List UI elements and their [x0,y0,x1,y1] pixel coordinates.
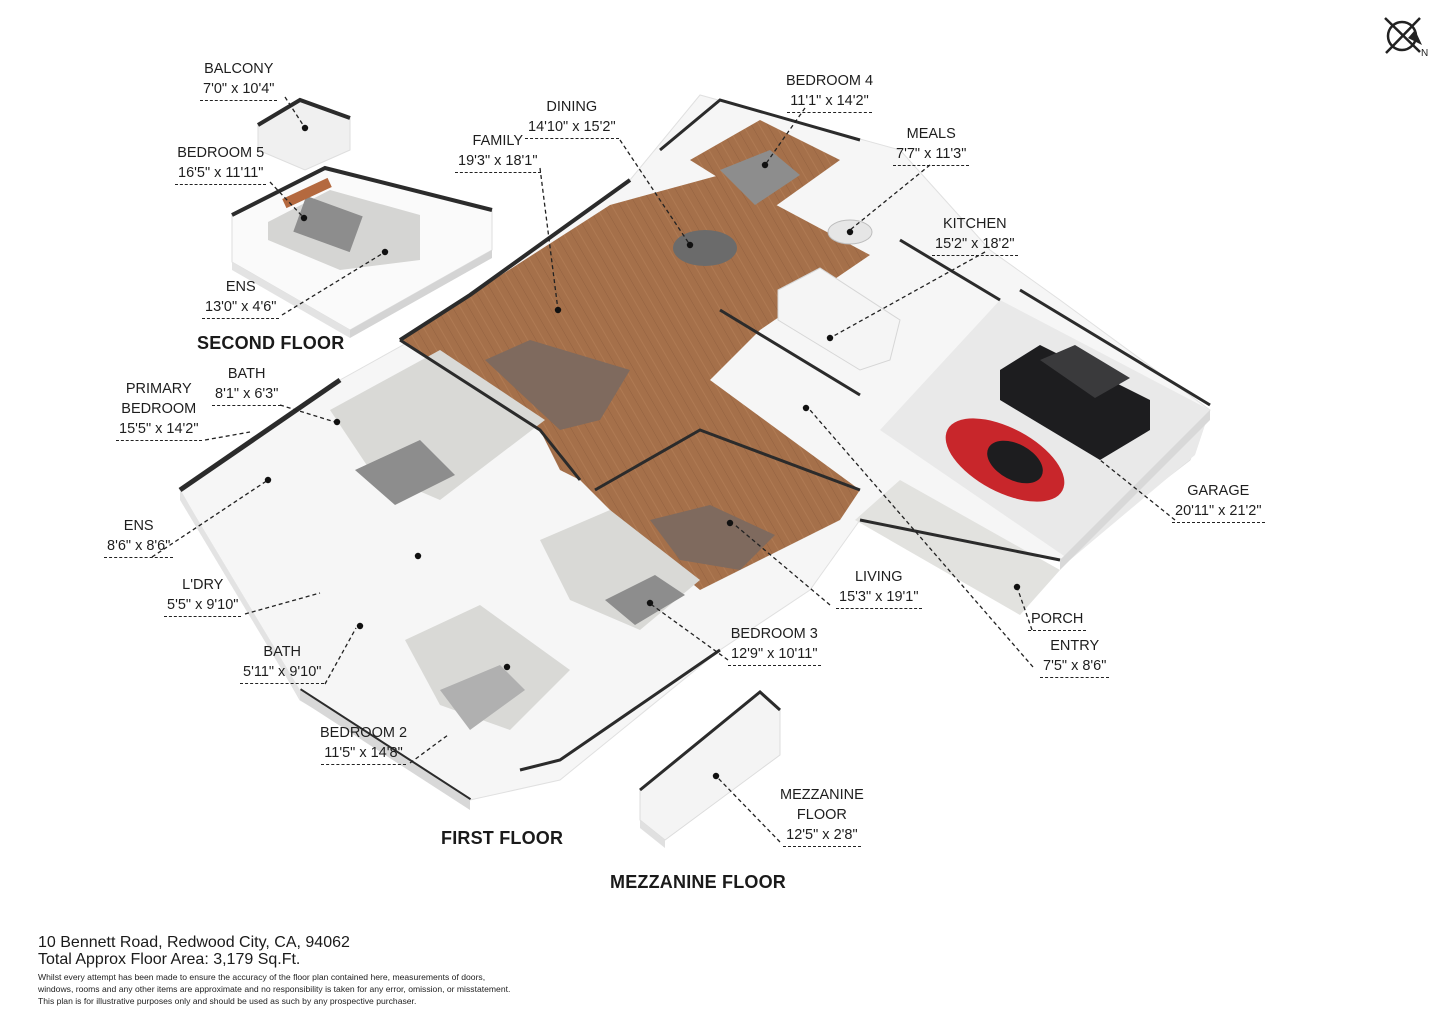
property-address: 10 Bennett Road, Redwood City, CA, 94062 [38,934,350,951]
room-label-porch: PORCH [1028,609,1087,631]
compass-north-label: N [1421,48,1429,59]
floor-title-second: SECOND FLOOR [197,333,345,353]
red-car [945,418,1065,502]
total-floor-area: Total Approx Floor Area: 3,179 Sq.Ft. [38,951,301,968]
compass-north-icon [1384,17,1422,54]
footer: 10 Bennett Road, Redwood City, CA, 94062… [38,934,638,1007]
black-car [1000,345,1150,460]
leader-lines [151,96,1176,843]
floor-title-first: FIRST FLOOR [441,828,564,848]
mezzanine-floor-plan [639,690,782,848]
room-markers [264,124,1021,780]
floor-title-mezzanine: MEZZANINE FLOOR [610,872,786,892]
first-floor-plan [178,94,1211,810]
disclaimer: Whilst every attempt has been made to en… [38,972,511,1006]
second-floor-plan [231,97,493,338]
